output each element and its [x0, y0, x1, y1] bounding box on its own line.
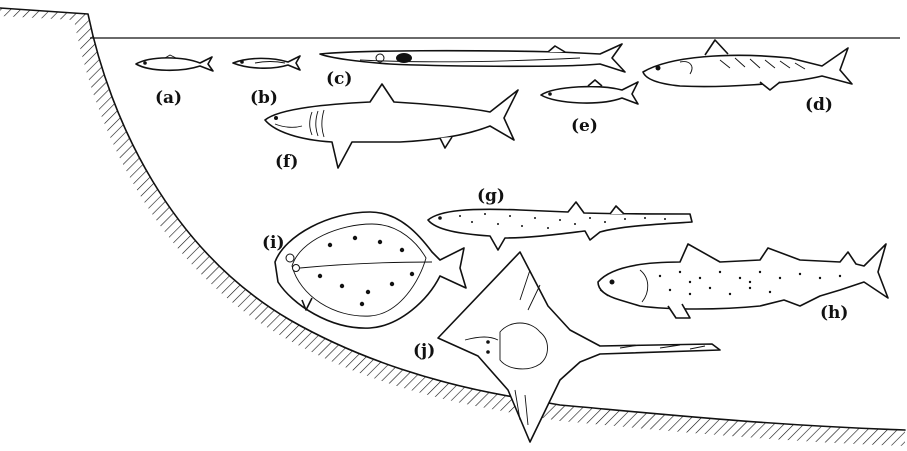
label-c: (c) — [326, 69, 352, 89]
fish-a-small-pelagic — [135, 54, 214, 72]
seabed-slope — [0, 7, 906, 446]
fish-f-shark — [264, 83, 519, 169]
label-d: (d) — [805, 95, 833, 115]
label-e: (e) — [571, 116, 598, 136]
fish-d-mackerel — [642, 39, 853, 91]
fish-b-small-pelagic — [232, 55, 301, 71]
fish-g-dogfish — [427, 201, 693, 251]
label-f: (f) — [275, 152, 298, 172]
fish-h-cod — [597, 243, 889, 319]
fish-i-flatfish — [274, 211, 467, 329]
label-j: (j) — [413, 341, 435, 361]
label-g: (g) — [477, 186, 505, 206]
fish-j-skate — [437, 251, 721, 443]
label-h: (h) — [820, 303, 848, 323]
label-b: (b) — [250, 88, 278, 108]
fish-e-herring — [540, 79, 639, 105]
label-i: (i) — [262, 233, 285, 253]
fish-c-garfish — [319, 43, 626, 73]
label-a: (a) — [155, 88, 182, 108]
